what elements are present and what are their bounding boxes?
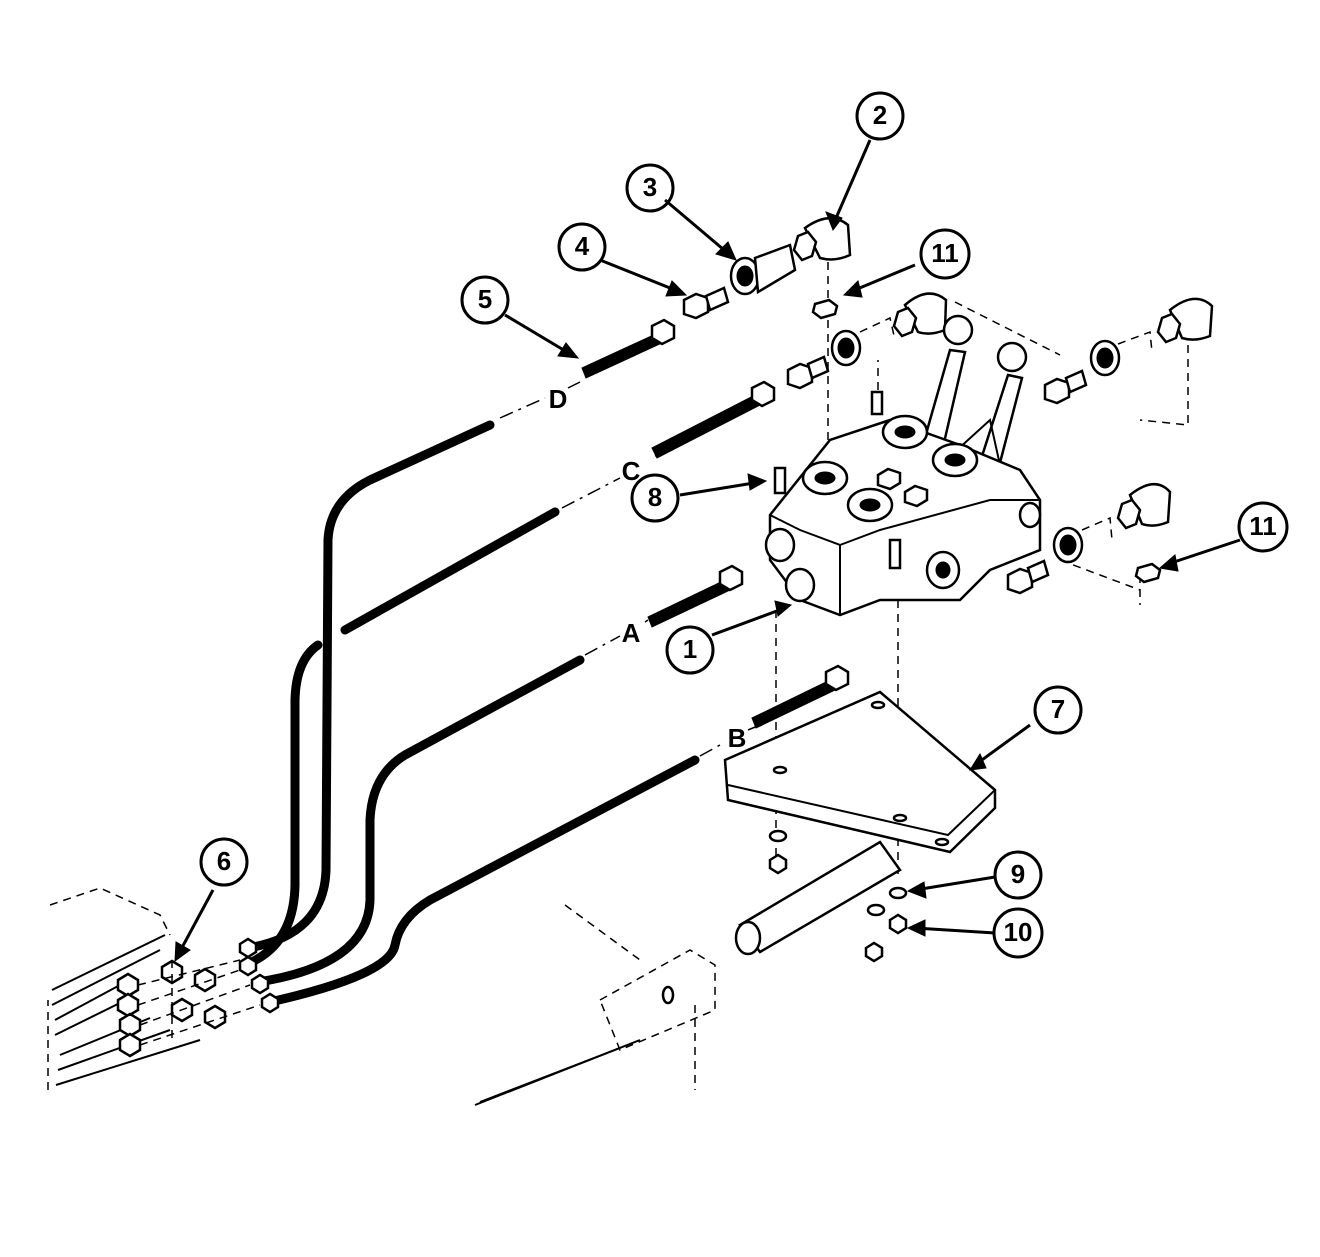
hose-centerlines bbox=[499, 381, 761, 757]
hose-b bbox=[265, 755, 700, 1007]
callout-4-label: 4 bbox=[575, 231, 590, 261]
hose-label-b: B bbox=[728, 723, 747, 753]
callout-3-label: 3 bbox=[643, 172, 657, 202]
threaded-hose-ends bbox=[581, 318, 850, 729]
hose-c-lower bbox=[240, 640, 323, 970]
callout-1-label: 1 bbox=[683, 634, 697, 664]
hose-label-c: C bbox=[622, 456, 641, 486]
callout-8: 8 bbox=[630, 473, 680, 523]
callout-8-label: 8 bbox=[648, 482, 662, 512]
callout-6: 6 bbox=[199, 837, 249, 887]
support-tube bbox=[474, 840, 902, 1106]
hose-label-a: A bbox=[622, 618, 641, 648]
callout-2-label: 2 bbox=[873, 100, 887, 130]
callout-9: 9 bbox=[993, 850, 1043, 900]
square-nut-right bbox=[1134, 562, 1162, 584]
callout-10-label: 10 bbox=[1004, 917, 1033, 947]
callout-9-label: 9 bbox=[1011, 859, 1025, 889]
hose-a bbox=[253, 655, 585, 987]
callout-7-label: 7 bbox=[1051, 694, 1065, 724]
callout-5: 5 bbox=[460, 275, 510, 325]
callout-3: 3 bbox=[625, 163, 675, 213]
fittings-top-row bbox=[682, 217, 852, 320]
callout-4: 4 bbox=[557, 222, 607, 272]
tractor-couplers bbox=[116, 959, 261, 1058]
mounting-plate bbox=[723, 690, 997, 854]
callout-5-label: 5 bbox=[478, 284, 492, 314]
callout-11-top-label: 11 bbox=[931, 238, 959, 268]
fittings-right-top bbox=[954, 297, 1214, 426]
callout-6-label: 6 bbox=[217, 846, 231, 876]
callout-10: 10 bbox=[992, 907, 1044, 959]
hose-c bbox=[340, 507, 560, 635]
leader-arrows bbox=[174, 139, 1241, 963]
fittings-right-bottom bbox=[1006, 483, 1172, 605]
callout-7: 7 bbox=[1033, 685, 1083, 735]
square-nut-top bbox=[811, 298, 839, 320]
callout-1: 1 bbox=[665, 625, 715, 675]
callout-11-top: 11 bbox=[919, 228, 971, 280]
hoses bbox=[238, 420, 700, 1014]
callout-11-right: 11 bbox=[1237, 501, 1289, 553]
hose-label-d: D bbox=[549, 384, 568, 414]
control-valve-body bbox=[764, 314, 1042, 617]
callout-2: 2 bbox=[855, 91, 905, 141]
plate-hardware bbox=[768, 829, 908, 963]
fittings-second-row bbox=[786, 292, 948, 390]
callout-11-right-label: 11 bbox=[1249, 511, 1277, 541]
